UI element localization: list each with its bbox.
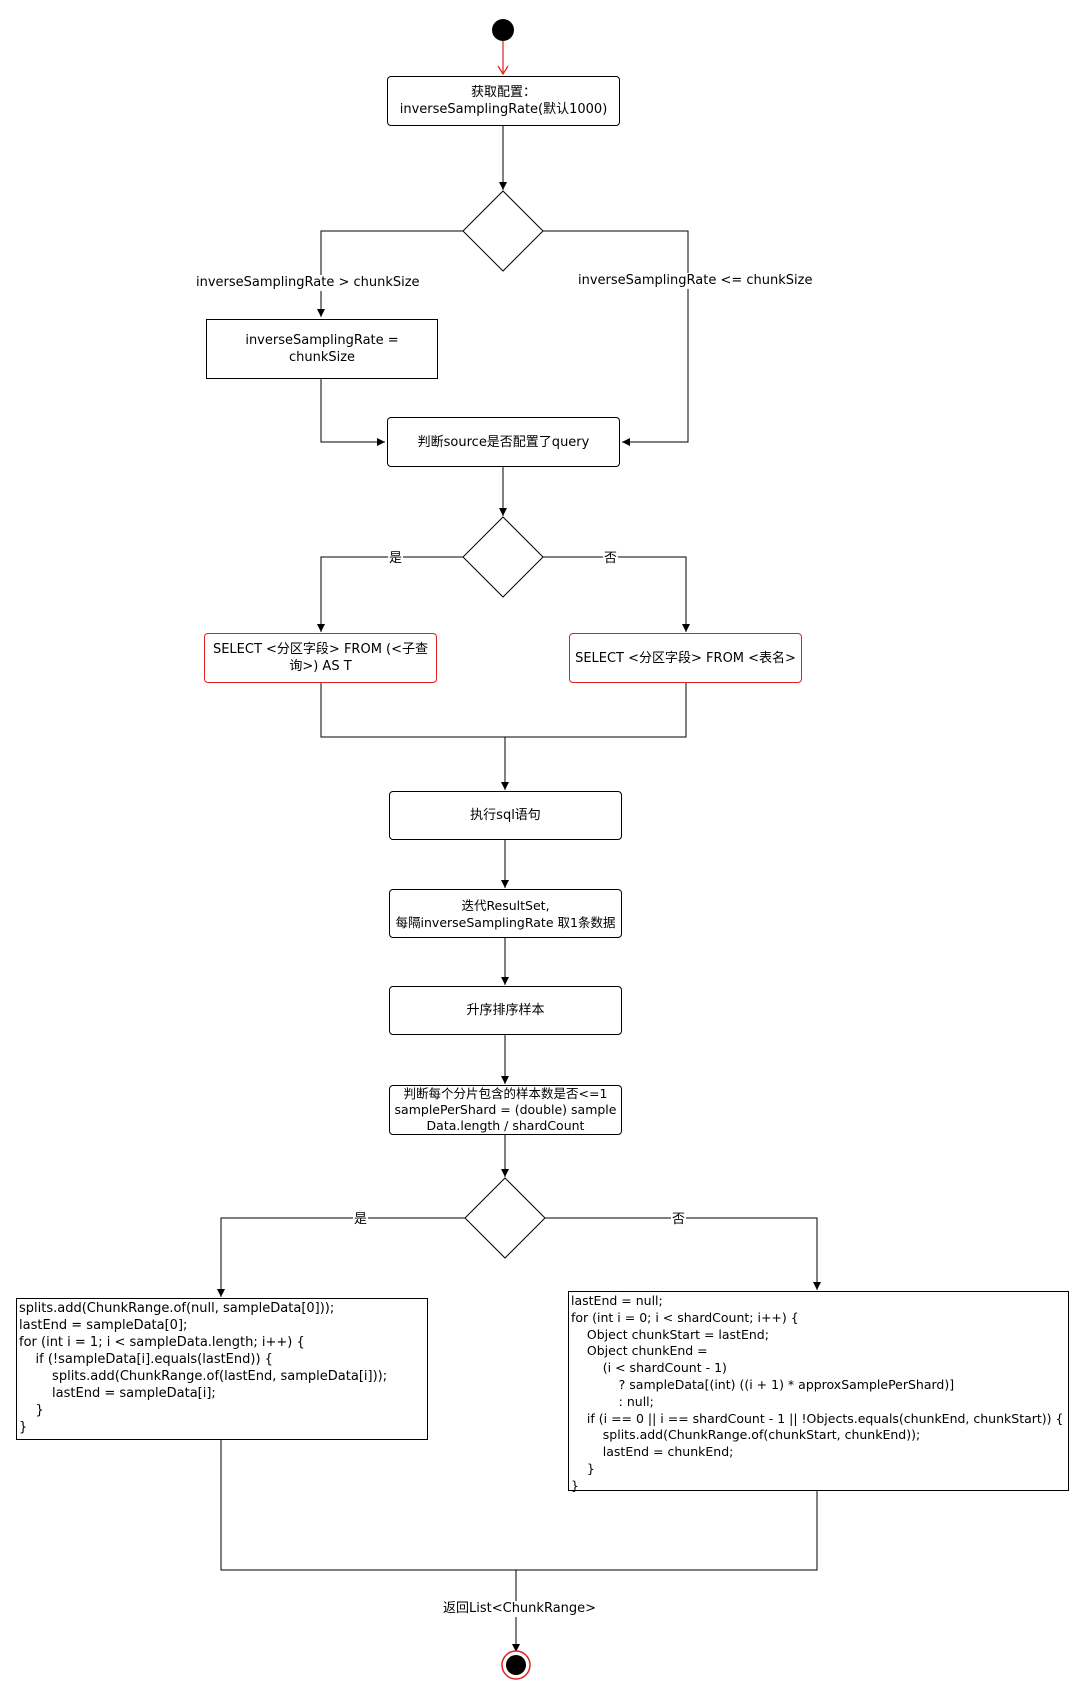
edge-no2-branch [545,1217,821,1290]
code-line: Object chunkStart = lastEnd; [571,1326,769,1342]
node-iterate-resultset: 迭代ResultSet, 每隔inverseSamplingRate 取1条数据 [389,889,622,938]
code-line: if (!sampleData[i].equals(lastEnd)) { [19,1352,273,1367]
edge-merge-sql [320,683,687,738]
edge-label-yes-query: 是 [388,551,404,567]
decision-diamond-query [462,516,544,598]
code-line: splits.add(ChunkRange.of(lastEnd, sample… [19,1369,388,1384]
node-sql-table: SELECT <分区字段> FROM <表名> [569,633,802,683]
code-block-left: splits.add(ChunkRange.of(null, sampleDat… [16,1298,428,1440]
code-line: } [571,1477,579,1493]
code-line: for (int i = 1; i < sampleData.length; i… [19,1335,305,1350]
code-line: lastEnd = sampleData[0]; [19,1318,188,1333]
code-line: ? sampleData[(int) ((i + 1) * approxSamp… [571,1376,955,1392]
code-line: Object chunkEnd = [571,1343,708,1359]
code-line: for (int i = 0; i < shardCount; i++) { [571,1309,799,1325]
code-line: : null; [571,1393,654,1409]
edge-label-gt: inverseSamplingRate > chunkSize [195,275,421,291]
decision-diamond-rate [462,190,544,272]
start-node [492,19,514,41]
node-exec-sql: 执行sql语句 [389,791,622,840]
code-line: lastEnd = null; [571,1293,663,1308]
node-sort-samples: 升序排序样本 [389,986,622,1035]
node-check-samples: 判断每个分片包含的样本数是否<=1 samplePerShard = (doub… [389,1085,622,1135]
code-line: (i < shardCount - 1) [571,1360,727,1376]
edge-setrate-query [320,379,385,446]
edge-label-return: 返回List<ChunkRange> [442,1601,598,1617]
edge-gt-branch [317,230,463,317]
edge-yes1-branch [317,556,463,632]
node-check-query: 判断source是否配置了query [387,417,620,467]
edge-merge-final [220,1440,818,1571]
edge-le-branch [543,230,689,446]
code-block-right: lastEnd = null;for (int i = 0; i < shard… [568,1291,1069,1493]
code-line: lastEnd = chunkEnd; [571,1444,734,1460]
decision-diamond-samples [464,1177,546,1259]
node-set-rate: inverseSamplingRate = chunkSize [206,319,438,379]
code-line: } [19,1420,28,1435]
code-line: lastEnd = sampleData[i]; [19,1386,216,1401]
end-node [506,1655,526,1675]
edge-label-yes-samples: 是 [353,1212,369,1228]
code-line: } [571,1460,595,1476]
code-line: if (i == 0 || i == shardCount - 1 || !Ob… [571,1410,1064,1426]
edge-label-no-query: 否 [603,551,619,567]
edge-label-le: inverseSamplingRate <= chunkSize [577,273,814,289]
node-get-config: 获取配置： inverseSamplingRate(默认1000) [387,76,620,126]
code-line: splits.add(ChunkRange.of(null, sampleDat… [19,1301,335,1316]
code-line: splits.add(ChunkRange.of(chunkStart, chu… [571,1427,921,1443]
edge-label-no-samples: 否 [671,1212,687,1228]
edge-no1-branch [543,556,690,632]
node-sql-subquery: SELECT <分区字段> FROM (<子查询>) AS T [204,633,437,683]
code-line: } [19,1403,44,1418]
edge-yes2-branch [217,1217,465,1297]
